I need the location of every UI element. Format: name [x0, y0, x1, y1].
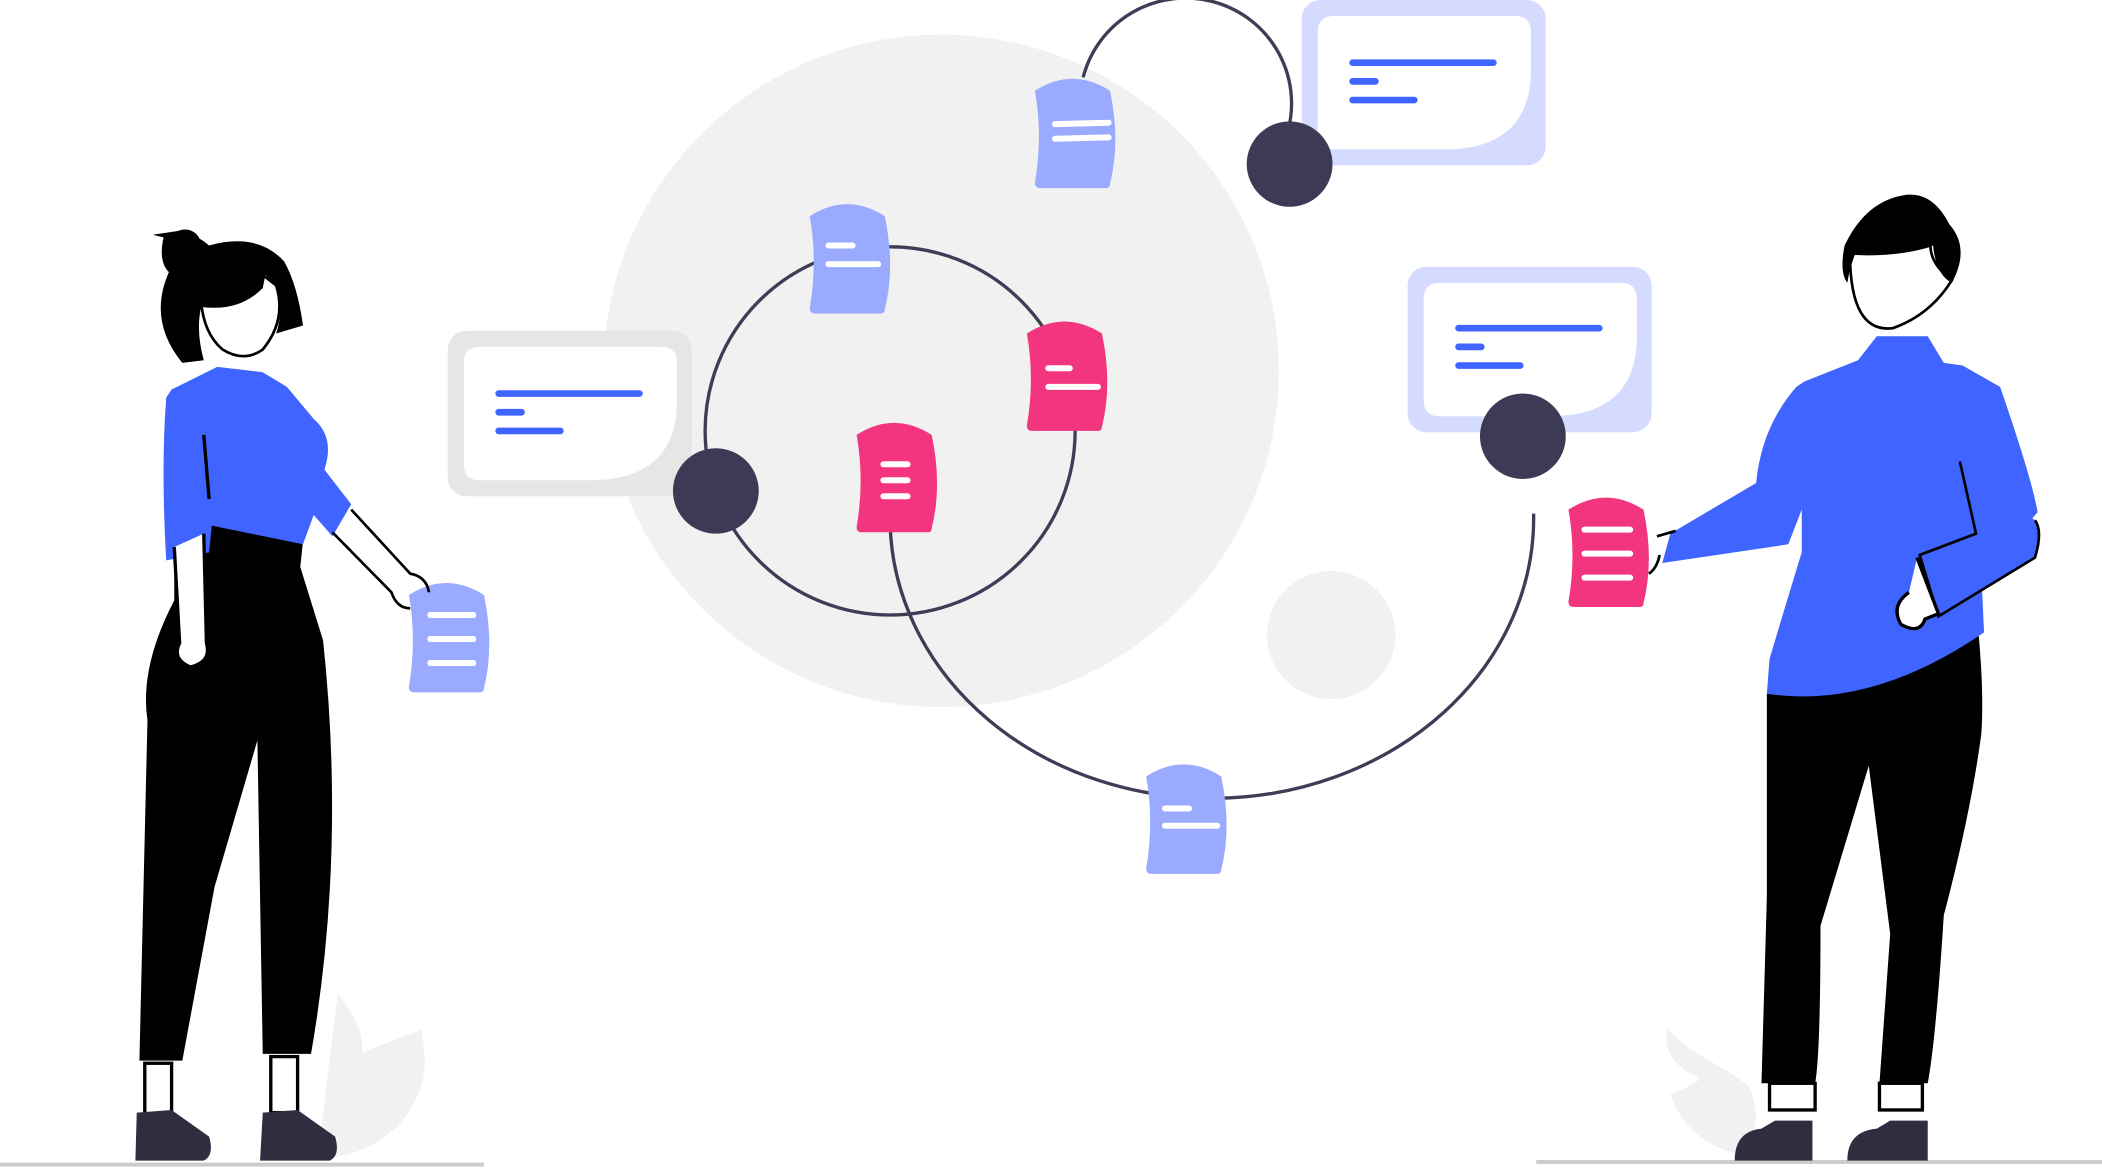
- person-right-pants: [1761, 635, 1983, 1084]
- document-icon: [809, 204, 891, 314]
- person-left: [135, 229, 431, 1161]
- connection-arc-top: [1081, 0, 1294, 130]
- person-right-shoe: [1734, 1120, 1813, 1161]
- document-icon: [1568, 497, 1649, 608]
- plant-leaf-icon: [319, 993, 425, 1158]
- backdrop-circle-small: [1266, 570, 1396, 700]
- document-icon: [408, 582, 490, 693]
- person-left-pants: [139, 522, 333, 1061]
- person-left-shoe: [135, 1109, 211, 1161]
- document-icon: [1034, 78, 1116, 189]
- network-node-icon: [1246, 121, 1333, 207]
- person-right-hair: [1842, 194, 1961, 283]
- document-icon: [856, 422, 938, 533]
- document-icon: [1026, 321, 1108, 431]
- network-node-icon: [672, 448, 759, 534]
- plant-leaf-icon: [1666, 1027, 1756, 1156]
- message-panel-right: [1407, 266, 1652, 433]
- network-node-icon: [1479, 393, 1566, 479]
- backdrop-circle-large: [603, 34, 1279, 708]
- person-left-hair: [160, 233, 303, 363]
- message-panel-left: [447, 330, 692, 497]
- person-left-shoe: [260, 1109, 337, 1161]
- person-left-shirt: [163, 366, 352, 561]
- message-panel-top: [1301, 0, 1546, 166]
- person-right-shoe: [1847, 1120, 1928, 1161]
- document-icon: [1146, 764, 1227, 874]
- person-right: [1648, 194, 2041, 1161]
